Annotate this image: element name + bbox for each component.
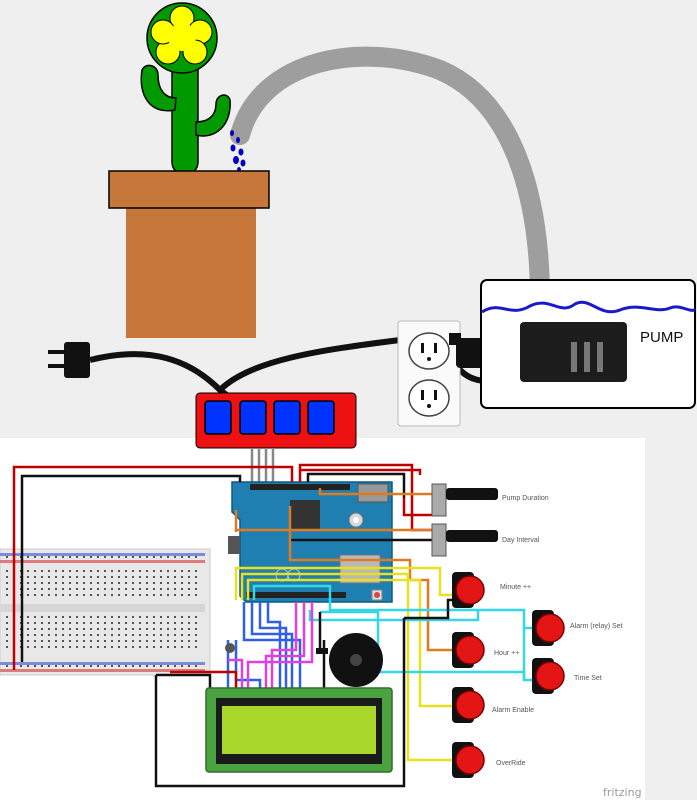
button-alarm-relay-set [532, 610, 565, 646]
flower [150, 5, 213, 65]
button-alarm-enable [452, 687, 485, 723]
button-labels: Minute ++ Hour ++ Alarm Enable OverRide … [492, 584, 623, 767]
override-label: OverRide [496, 760, 526, 767]
wall-outlet [397, 320, 484, 427]
water-drops [230, 130, 246, 173]
relay-channel-4 [307, 400, 335, 435]
push-buttons [452, 572, 565, 778]
plant [140, 2, 231, 176]
relay-channel-2 [239, 400, 267, 435]
contrast-trimmer [225, 643, 235, 653]
alarm-relay-set-label: Alarm (relay) Set [570, 623, 623, 630]
circuit-wires [12, 463, 536, 788]
water-line [481, 300, 696, 314]
time-set-label: Time Set [574, 675, 602, 682]
flower-pot [108, 170, 270, 338]
pump-tank: PUMP [480, 279, 696, 409]
button-time-set [532, 658, 565, 694]
relay-module [195, 392, 357, 449]
hour-label: Hour ++ [494, 650, 519, 657]
pump-plug [456, 338, 484, 368]
potentiometer-day-interval: Day Interval [431, 523, 540, 557]
lcd-screen [222, 706, 376, 754]
relay-channel-3 [273, 400, 301, 435]
pump-label: PUMP [640, 329, 683, 346]
button-minute [452, 572, 485, 608]
pump-duration-label: Pump Duration [502, 495, 549, 502]
button-hour [452, 632, 485, 668]
day-interval-label: Day Interval [502, 537, 540, 544]
breadboard [0, 548, 211, 676]
arduino-board [228, 481, 393, 603]
buzzer [225, 633, 383, 687]
alarm-enable-label: Alarm Enable [492, 707, 534, 714]
button-override [452, 742, 485, 778]
fritzing-watermark: fritzing [603, 786, 642, 799]
minute-label: Minute ++ [500, 584, 531, 591]
lcd-display [205, 687, 393, 773]
potentiometer-pump-duration: Pump Duration [431, 483, 549, 517]
wall-plug [64, 342, 90, 378]
water-hose [230, 46, 550, 310]
relay-channel-1 [204, 400, 232, 435]
